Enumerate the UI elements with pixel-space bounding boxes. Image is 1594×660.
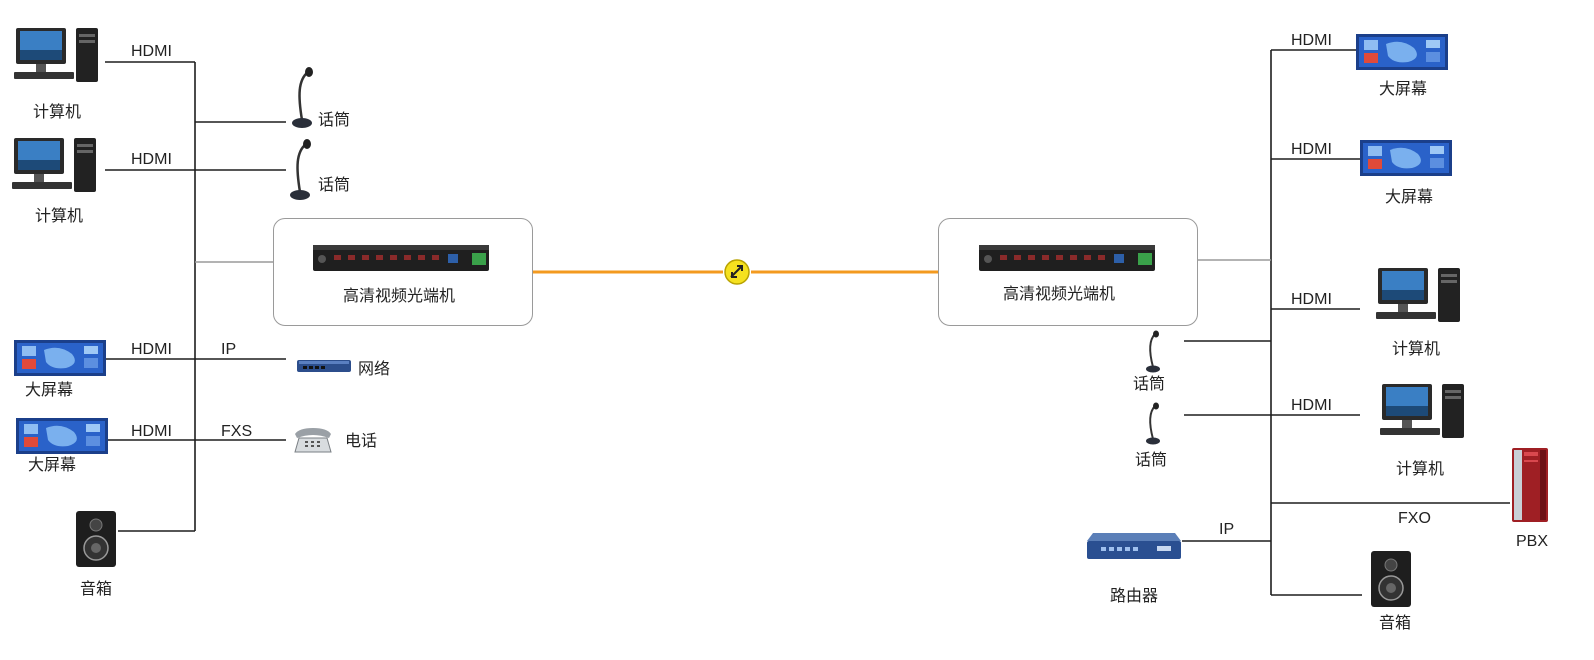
left-transceiver-label: 高清视频光端机 xyxy=(343,288,456,305)
computer-icon xyxy=(1380,384,1464,438)
computer-icon xyxy=(1376,268,1460,322)
left-screen1-label: 大屏幕 xyxy=(25,382,74,399)
speaker-icon xyxy=(76,511,116,567)
fiber-connector-icon xyxy=(724,259,750,285)
right-screen1-port-label: HDMI xyxy=(1291,32,1332,49)
computer-icon xyxy=(12,138,96,192)
right-pbx-label: PBX xyxy=(1516,533,1549,550)
right-screen2-port-label: HDMI xyxy=(1291,141,1332,158)
computer-icon xyxy=(14,28,98,82)
right-computer1-label: 计算机 xyxy=(1392,341,1441,358)
speaker-icon xyxy=(1371,551,1411,607)
telephone-icon xyxy=(294,428,332,453)
left-computer1-label: 计算机 xyxy=(33,104,82,121)
left-screen2-port-label: HDMI xyxy=(131,423,172,440)
right-screen2-label: 大屏幕 xyxy=(1385,189,1434,206)
right-transceiver-label: 高清视频光端机 xyxy=(1003,286,1116,303)
left-mic1-label: 话筒 xyxy=(318,112,351,129)
left-screen1-port-label: HDMI xyxy=(131,341,172,358)
left-computer2-label: 计算机 xyxy=(35,208,84,225)
optical-transceiver-icon xyxy=(979,245,1155,271)
right-router-port-label: IP xyxy=(1219,521,1235,538)
screen-icon xyxy=(1356,34,1448,70)
network-switch-icon xyxy=(297,360,351,372)
left-transceiver-panel xyxy=(273,218,533,326)
right-screen1-label: 大屏幕 xyxy=(1379,81,1428,98)
right-router-label: 路由器 xyxy=(1110,588,1159,605)
left-speaker-label: 音箱 xyxy=(80,581,113,598)
microphone-icon xyxy=(1146,330,1160,373)
right-computer1-port-label: HDMI xyxy=(1291,291,1332,308)
left-network-label: 网络 xyxy=(358,361,391,378)
left-phone-port-label: FXS xyxy=(221,423,253,440)
right-transceiver-panel xyxy=(938,218,1198,326)
screen-icon xyxy=(1360,140,1452,176)
left-screen2-label: 大屏幕 xyxy=(28,457,77,474)
left-computer2-port-label: HDMI xyxy=(131,151,172,168)
microphone-icon xyxy=(292,67,313,128)
left-computer1-port-label: HDMI xyxy=(131,43,172,60)
right-pbx-port-label: FXO xyxy=(1398,510,1431,527)
right-mic1-label: 话筒 xyxy=(1133,376,1166,393)
right-speaker-label: 音箱 xyxy=(1379,615,1412,632)
screen-icon xyxy=(16,418,108,454)
router-icon xyxy=(1087,533,1181,559)
microphone-icon xyxy=(290,139,311,200)
pbx-icon xyxy=(1512,448,1548,522)
screen-icon xyxy=(14,340,106,376)
left-phone-label: 电话 xyxy=(345,433,378,450)
left-network-port-label: IP xyxy=(221,341,237,358)
right-computer2-port-label: HDMI xyxy=(1291,397,1332,414)
right-mic2-label: 话筒 xyxy=(1135,452,1168,469)
microphone-icon xyxy=(1146,402,1160,445)
left-mic2-label: 话筒 xyxy=(318,177,351,194)
right-computer2-label: 计算机 xyxy=(1396,461,1445,478)
optical-transceiver-icon xyxy=(313,245,489,271)
